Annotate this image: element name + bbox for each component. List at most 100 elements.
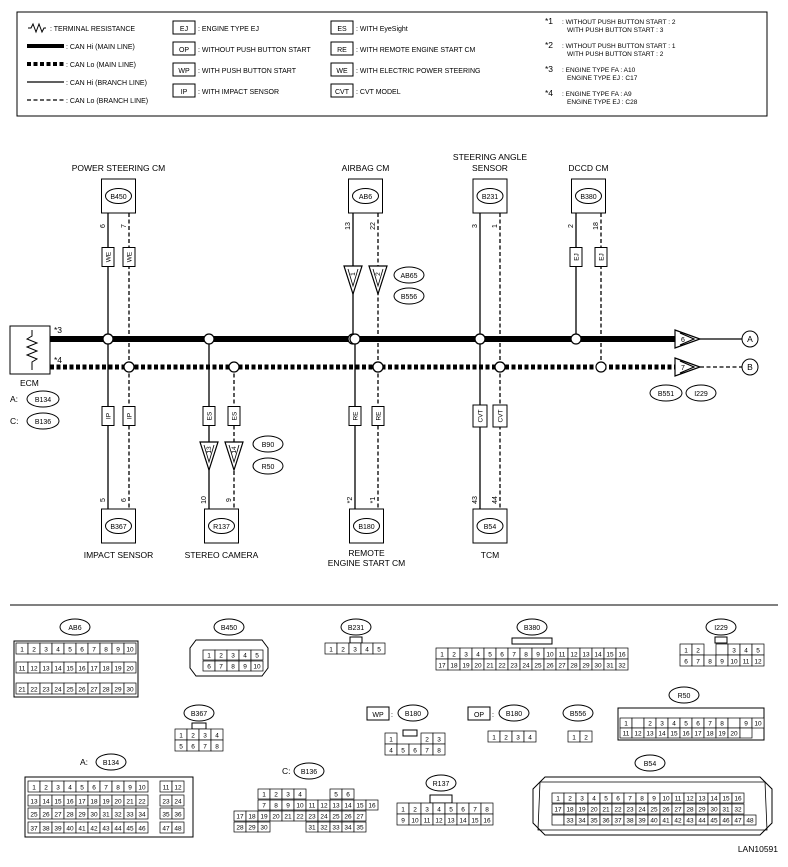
- pin-label: 19: [102, 799, 110, 806]
- pin-label: 22: [30, 687, 38, 694]
- pin-label: 27: [558, 663, 566, 670]
- pin-label: 32: [320, 825, 328, 832]
- pin-label: 4: [437, 807, 441, 814]
- connector-id-ellipse: [705, 618, 737, 636]
- pin-label: 7: [203, 744, 207, 751]
- pin-number: 44: [492, 496, 499, 504]
- joint-conn-name: R50: [262, 464, 275, 471]
- legend-line-text: : TERMINAL RESISTANCE: [50, 26, 135, 33]
- colon: :: [492, 712, 494, 719]
- pin-label: 29: [698, 807, 706, 814]
- pin-label: 24: [320, 814, 328, 821]
- pin-label: 17: [78, 799, 86, 806]
- ecm-label: ECM: [20, 378, 39, 388]
- legend-tag-text: : WITH REMOTE ENGINE START CM: [356, 47, 476, 54]
- pin-label: 15: [54, 799, 62, 806]
- pin-label: 23: [510, 663, 518, 670]
- pin-label: 34: [578, 818, 586, 825]
- splice-point: [123, 361, 135, 373]
- legend-tag-text: : WITHOUT PUSH BUTTON START: [198, 47, 311, 54]
- pin-label: 48: [174, 826, 182, 833]
- pin-label: 1: [556, 796, 560, 803]
- pin-label: 9: [128, 785, 132, 792]
- legend-tag-text: : WITH EyeSight: [356, 26, 408, 33]
- module-connector: B450: [110, 194, 126, 201]
- pin-label: 33: [566, 818, 574, 825]
- connector-id-ellipse: [340, 618, 372, 636]
- pin-label: 45: [710, 818, 718, 825]
- pin-label: 10: [411, 818, 419, 825]
- pin-label: 8: [231, 664, 235, 671]
- pin-label: 12: [435, 818, 443, 825]
- pin-label: 18: [450, 663, 458, 670]
- pin-label: 39: [54, 826, 62, 833]
- pin-label: 14: [42, 799, 50, 806]
- pin-label: 27: [54, 812, 62, 819]
- figure-id: LAN10591: [738, 844, 778, 854]
- pin-label: 28: [102, 687, 110, 694]
- module-conn-ellipse: [105, 518, 132, 534]
- pin-label: 25: [66, 687, 74, 694]
- pin-cell: [353, 810, 367, 822]
- pin-label: 6: [92, 785, 96, 792]
- pin-label: 16: [618, 652, 626, 659]
- pin-label: 3: [580, 796, 584, 803]
- legend-note-line1: : ENGINE TYPE FA : A9: [562, 91, 632, 98]
- pin-label: 15: [670, 731, 678, 738]
- pin-label: 5: [604, 796, 608, 803]
- connector-id: AB6: [68, 625, 81, 632]
- option-tag-box: [492, 404, 508, 428]
- pin-label: 11: [559, 652, 566, 659]
- module-conn-ellipse: [575, 188, 602, 204]
- pin-label: 1: [572, 735, 576, 742]
- module-connector: B231: [482, 194, 498, 201]
- module-name: STEREO CAMERA: [185, 550, 259, 560]
- pin-label: 11: [675, 796, 682, 803]
- pin-label: 2: [568, 796, 572, 803]
- pin-label: 9: [243, 664, 247, 671]
- pin-cell: [123, 682, 137, 695]
- pin-label: 13: [447, 818, 455, 825]
- pin-label: 24: [522, 663, 530, 670]
- splice-point: [595, 361, 607, 373]
- legend-tag: WP: [178, 68, 190, 75]
- module-name: POWER STEERING CM: [72, 163, 166, 173]
- pin-label: 13: [30, 799, 38, 806]
- pin-label: 35: [590, 818, 598, 825]
- legend-tag: EJ: [180, 26, 188, 33]
- pin-label: 8: [485, 807, 489, 814]
- pin-label: 4: [592, 796, 596, 803]
- pin-label: 2: [32, 647, 36, 654]
- pin-label: 13: [698, 796, 706, 803]
- pin-cell: [123, 642, 137, 655]
- pin-cell: [739, 727, 753, 739]
- connector-id: B367: [191, 711, 207, 718]
- pin-label: 5: [255, 653, 259, 660]
- pin-label: 10: [138, 785, 146, 792]
- pin-label: 1: [624, 721, 628, 728]
- pin-label: 8: [437, 748, 441, 755]
- connector-id-ellipse: [562, 704, 594, 722]
- pin-label: 1: [389, 737, 393, 744]
- pin-label: 21: [18, 687, 26, 694]
- legend-line-text: : CAN Lo (MAIN LINE): [66, 62, 136, 69]
- option-tag-box: [101, 247, 115, 267]
- output-pin-lo: 7: [681, 365, 685, 372]
- connector-id-ellipse: [397, 704, 429, 722]
- output-conn-1: B551: [658, 391, 674, 398]
- pin-label: 30: [126, 687, 134, 694]
- pin-cell: [727, 717, 741, 729]
- pin-label: 31: [308, 825, 316, 832]
- pin-label: 7: [628, 796, 632, 803]
- pin-label: 2: [452, 652, 456, 659]
- pin-label: 17: [554, 807, 562, 814]
- legend-note-line1: : WITHOUT PUSH BUTTON START : 2: [562, 19, 676, 26]
- legend-note-mark: *4: [545, 88, 553, 98]
- pin-label: 34: [344, 825, 352, 832]
- pin-number: 18: [593, 222, 600, 230]
- pin-label: 18: [706, 731, 714, 738]
- pin-label: 5: [377, 647, 381, 654]
- pin-label: 1: [492, 735, 496, 742]
